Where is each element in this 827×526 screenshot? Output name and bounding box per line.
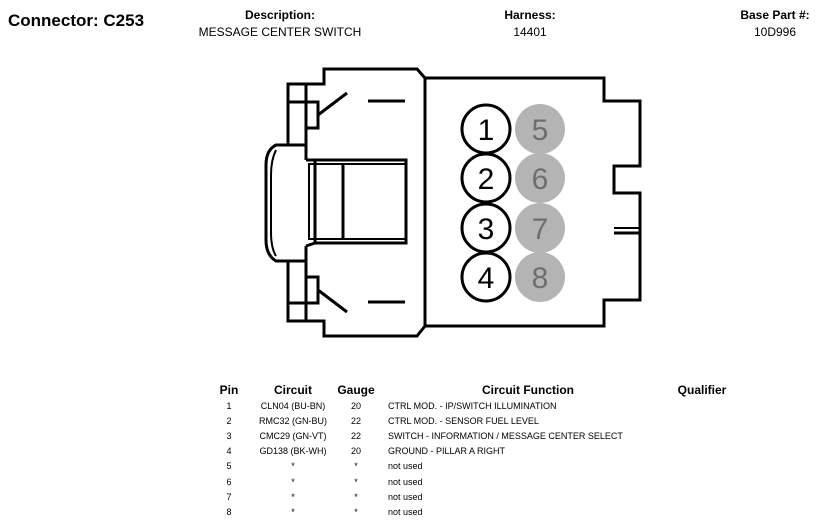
base-part-label: Base Part #: [740, 8, 810, 22]
pin-number-back: 8 [532, 262, 549, 295]
cell-pin: 2 [226, 415, 232, 426]
table-row: 3 CMC29 (GN-VT) 22 SWITCH - INFORMATION / M… [200, 428, 732, 443]
base-part-block: Base Part #: 10D996 [720, 8, 827, 39]
cell-circuit: CLN04 (BU-BN) [260, 400, 326, 411]
cell-circuit: RMC32 (GN-BU) [258, 415, 327, 426]
pin-number-front: 4 [478, 262, 495, 295]
header-circuit-function: Circuit Function [482, 383, 574, 397]
pin-cavity-back [515, 153, 565, 203]
table-row: 6 * * not used [200, 474, 732, 489]
cell-function: not used [388, 461, 423, 472]
cell-qualifier [672, 489, 732, 504]
harness-value: 14401 [513, 25, 547, 39]
description-label: Description: [244, 8, 315, 22]
cell-pin: 4 [226, 446, 232, 457]
cell-gauge: 20 [350, 400, 361, 411]
table-row: 1 CLN04 (BU-BN) 20 CTRL MOD. - IP/SWITCH IL… [200, 398, 732, 413]
header-circuit: Circuit [273, 383, 312, 397]
pin-cavity-back [515, 252, 565, 302]
cell-qualifier [672, 428, 732, 443]
table-row: 8 * * not used [200, 504, 732, 519]
pin-number-front: 2 [478, 163, 495, 196]
cell-gauge: * [354, 506, 358, 517]
lower-latch [288, 275, 348, 314]
table-row: 4 GD138 (BK-WH) 20 GROUND - PILLAR A RIGHT [200, 444, 732, 459]
description-block: Description: MESSAGE CENTER SWITCH [170, 8, 390, 39]
cell-qualifier [672, 459, 732, 474]
pin-cavity-front [460, 251, 512, 303]
table-row: 7 * * not used [200, 489, 732, 504]
header-gauge: Gauge [337, 383, 375, 397]
cell-function: not used [388, 476, 423, 487]
description-value: MESSAGE CENTER SWITCH [198, 25, 362, 39]
cell-pin: 5 [226, 461, 232, 472]
center-window-inner [308, 163, 407, 240]
cell-qualifier [672, 398, 732, 413]
pin-number-front: 3 [478, 213, 495, 246]
cell-function: SWITCH - INFORMATION / MESSAGE CENTER SE… [388, 430, 623, 441]
pin-cavity-front [460, 152, 512, 204]
cell-function: not used [388, 491, 423, 502]
cell-gauge: 20 [350, 446, 361, 457]
pin-number-back: 7 [532, 213, 549, 246]
pin-number-back: 6 [532, 163, 549, 196]
cell-gauge: * [354, 461, 358, 472]
header-qualifier: Qualifier [677, 383, 727, 397]
base-part-value: 10D996 [753, 25, 797, 39]
connector-title: Connector: C253 [8, 11, 145, 30]
connector-housing-outline [264, 67, 427, 338]
cell-function: CTRL MOD. - IP/SWITCH ILLUMINATION [388, 400, 557, 411]
cell-circuit: * [291, 506, 295, 517]
header-pin: Pin [219, 383, 239, 397]
table-row: 2 RMC32 (GN-BU) 22 CTRL MOD. - SENSOR FUEL … [200, 413, 732, 428]
cell-gauge: * [354, 491, 358, 502]
harness-block: Harness: 14401 [470, 8, 590, 39]
pin-cavity-back [515, 104, 565, 154]
pin-cavities: 5 1 6 2 7 3 8 4 [460, 103, 565, 303]
cell-circuit: * [291, 491, 295, 502]
cell-gauge: 22 [350, 415, 361, 426]
cell-function: not used [388, 506, 423, 517]
cell-pin: 7 [226, 491, 232, 502]
cell-pin: 1 [226, 400, 232, 411]
connector-body-outline [423, 76, 642, 328]
lock-bracket [288, 143, 308, 263]
upper-latch [288, 91, 348, 130]
cell-qualifier [672, 444, 732, 459]
window-ledge-bottom [305, 241, 316, 248]
cell-circuit: GD138 (BK-WH) [259, 446, 327, 457]
cell-qualifier [672, 413, 732, 428]
table-row: 5 * * not used [200, 459, 732, 474]
cell-circuit: * [291, 476, 295, 487]
harness-label: Harness: [504, 8, 556, 22]
cell-pin: 6 [226, 476, 232, 487]
cell-pin: 3 [226, 430, 232, 441]
pin-table-header: Pin Circuit Gauge Circuit Function Quali… [200, 382, 732, 398]
pin-table: Pin Circuit Gauge Circuit Function Quali… [200, 382, 732, 520]
cell-pin: 8 [226, 506, 232, 517]
cell-circuit: * [291, 461, 295, 472]
cell-gauge: 22 [350, 430, 361, 441]
cell-qualifier [672, 504, 732, 519]
pin-number-back: 5 [532, 114, 549, 147]
cell-qualifier [672, 474, 732, 489]
cell-circuit: CMC29 (GN-VT) [259, 430, 327, 441]
cell-function: GROUND - PILLAR A RIGHT [388, 446, 506, 457]
cell-gauge: * [354, 476, 358, 487]
cell-function: CTRL MOD. - SENSOR FUEL LEVEL [388, 415, 539, 426]
pin-number-front: 1 [478, 114, 495, 147]
pin-cavity-back [515, 203, 565, 253]
center-window [313, 158, 408, 245]
lock-curve [270, 149, 277, 257]
